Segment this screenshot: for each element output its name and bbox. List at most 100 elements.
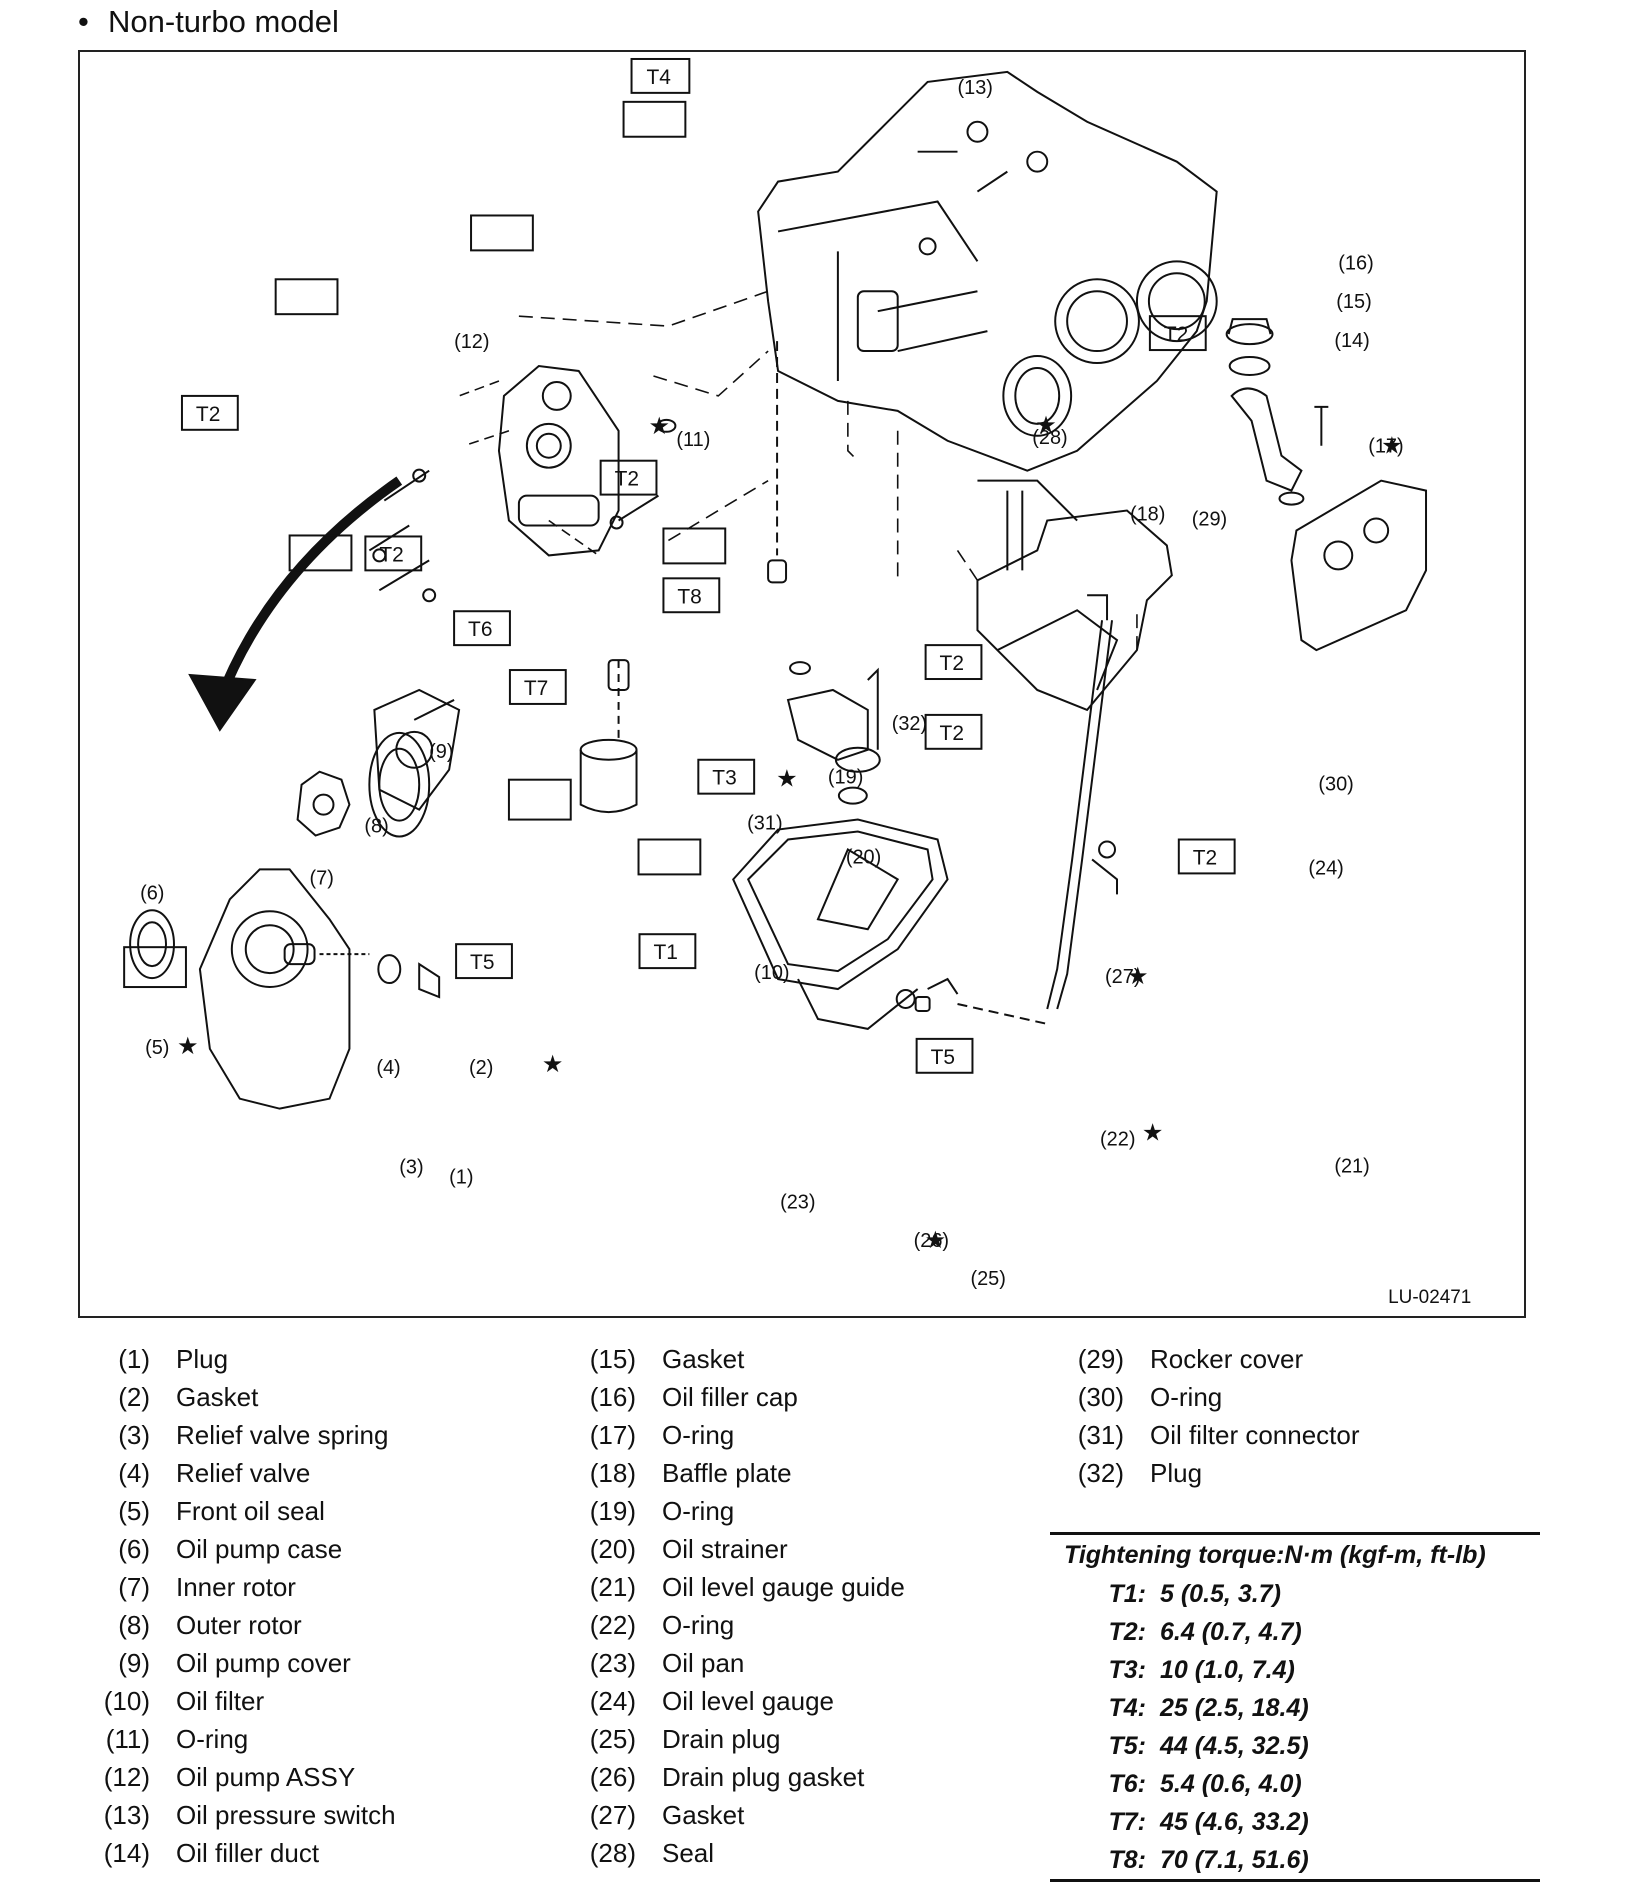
torque-box-label: T2 bbox=[1164, 323, 1188, 346]
legend-name: Gasket bbox=[662, 1344, 745, 1374]
torque-key: T1: bbox=[1108, 1580, 1147, 1608]
star-mark: ★ bbox=[1381, 433, 1402, 460]
legend-name: Oil filter connector bbox=[1150, 1420, 1360, 1450]
legend-number: (19) bbox=[589, 1496, 636, 1526]
oil-pump-case-drawing bbox=[129, 688, 461, 1110]
legend-item: (20) Oil strainer bbox=[564, 1530, 905, 1568]
torque-key: T4: bbox=[1108, 1694, 1147, 1722]
torque-box-label: T7 bbox=[524, 677, 548, 700]
legend-name: Relief valve bbox=[176, 1458, 311, 1488]
parts-legend-column-2: (15)Gasket(16)Oil filler cap(17)O-ring(1… bbox=[564, 1340, 905, 1872]
legend-number: (8) bbox=[118, 1610, 150, 1640]
legend-number: (30) bbox=[1077, 1382, 1124, 1412]
callout-label: (6) bbox=[140, 882, 164, 904]
parts-legend-column-3: (29)Rocker cover (30) O-ring (31) Oil filter… bbox=[1052, 1340, 1360, 1492]
legend-number: (31) bbox=[1077, 1420, 1124, 1450]
callout-label: (12) bbox=[454, 331, 489, 353]
legend-number: (10) bbox=[103, 1686, 150, 1716]
torque-box-label: T2 bbox=[940, 652, 964, 675]
legend-item: (8) Outer rotor bbox=[78, 1606, 396, 1644]
legend-name: Oil strainer bbox=[662, 1534, 788, 1564]
callout-label: (32) bbox=[892, 713, 927, 735]
torque-row: T8:70 (7.1, 51.6) bbox=[1050, 1841, 1540, 1879]
torque-value: 25 (2.5, 18.4) bbox=[1160, 1694, 1309, 1722]
legend-number: (1) bbox=[118, 1344, 150, 1374]
callout-label: (18) bbox=[1130, 504, 1165, 526]
legend-number: (2) bbox=[118, 1382, 150, 1412]
oil-pan-drawing bbox=[732, 786, 1048, 1030]
legend-item: (26)Drain plug gasket bbox=[564, 1758, 905, 1796]
callout-label: (22) bbox=[1100, 1129, 1135, 1151]
direction-arrowhead bbox=[188, 673, 257, 732]
legend-name: Drain plug bbox=[662, 1724, 781, 1754]
callout-label: (25) bbox=[970, 1268, 1005, 1290]
legend-number: (4) bbox=[118, 1458, 150, 1488]
legend-item: (25)Drain plug bbox=[564, 1720, 905, 1758]
legend-name: Baffle plate bbox=[662, 1458, 792, 1488]
oil-symbol-boxes bbox=[123, 778, 572, 989]
legend-number: (14) bbox=[103, 1838, 150, 1868]
torque-box-label: T3 bbox=[712, 767, 736, 790]
legend-item: (16)Oil filler cap bbox=[564, 1378, 905, 1416]
legend-number: (20) bbox=[589, 1534, 636, 1564]
legend-name: O-ring bbox=[176, 1724, 249, 1754]
torque-title: Tightening torque:N·m (kgf-m, ft-lb) bbox=[1064, 1541, 1486, 1569]
legend-number: (26) bbox=[589, 1762, 636, 1792]
star-mark: ★ bbox=[1127, 963, 1148, 990]
star-mark: ★ bbox=[1035, 412, 1056, 439]
legend-item: (31) Oil filter connector bbox=[1052, 1416, 1360, 1454]
legend-item: (17)O-ring bbox=[564, 1416, 905, 1454]
star-mark: ★ bbox=[648, 413, 669, 440]
callout-label: (26) bbox=[914, 1230, 949, 1252]
callout-label: (21) bbox=[1334, 1155, 1369, 1177]
torque-box-rects bbox=[180, 57, 1236, 1074]
exploded-diagram: (1)(2)(3)(4)(5)(6)(7)(8)(9)(10)(11)(12)(… bbox=[78, 50, 1526, 1318]
legend-number: (9) bbox=[118, 1648, 150, 1678]
callout-label: (5) bbox=[145, 1037, 169, 1059]
torque-key: T6: bbox=[1108, 1770, 1147, 1798]
callout-label: (11) bbox=[676, 429, 710, 451]
callout-label: (1) bbox=[449, 1166, 473, 1188]
legend-name: Outer rotor bbox=[176, 1610, 302, 1640]
torque-top-rule bbox=[1050, 1532, 1540, 1535]
legend-item: (29)Rocker cover bbox=[1052, 1340, 1360, 1378]
torque-value: 5.4 (0.6, 4.0) bbox=[1160, 1770, 1302, 1798]
callout-label: (30) bbox=[1318, 774, 1353, 796]
heading-text: Non-turbo model bbox=[108, 4, 339, 39]
torque-box-label: T1 bbox=[653, 941, 677, 964]
legend-name: O-ring bbox=[1150, 1382, 1223, 1412]
callout-label: (4) bbox=[376, 1057, 400, 1079]
legend-number: (12) bbox=[103, 1762, 150, 1792]
star-mark: ★ bbox=[177, 1033, 198, 1060]
legend-name: Plug bbox=[1150, 1458, 1203, 1488]
legend-item: (22)O-ring bbox=[564, 1606, 905, 1644]
torque-row: T1:5 (0.5, 3.7) bbox=[1050, 1575, 1540, 1613]
torque-row: T2:6.4 (0.7, 4.7) bbox=[1050, 1613, 1540, 1651]
legend-item: (11)O-ring bbox=[78, 1720, 396, 1758]
oil-filter-drawing bbox=[579, 659, 638, 814]
callout-label: (13) bbox=[958, 77, 993, 99]
oil-strainer-drawing bbox=[767, 341, 881, 773]
legend-number: (7) bbox=[118, 1572, 150, 1602]
legend-number: (5) bbox=[118, 1496, 150, 1526]
callout-label: (7) bbox=[310, 867, 334, 889]
legend-item: (13)Oil pressure switch bbox=[78, 1796, 396, 1834]
legend-number: (6) bbox=[118, 1534, 150, 1564]
torque-box-label: T2 bbox=[1193, 846, 1217, 869]
callout-label: (2) bbox=[469, 1057, 493, 1079]
legend-item: (19)O-ring bbox=[564, 1492, 905, 1530]
torque-box-label: T2 bbox=[940, 722, 964, 745]
baffle-plate-drawing bbox=[976, 479, 1173, 712]
legend-name: Oil pump ASSY bbox=[176, 1762, 356, 1792]
torque-box-label: T2 bbox=[196, 403, 220, 426]
legend-item: (18) Baffle plate bbox=[564, 1454, 905, 1492]
callout-label: (31) bbox=[747, 813, 782, 835]
legend-name: Oil filler duct bbox=[176, 1838, 320, 1868]
legend-number: (18) bbox=[589, 1458, 636, 1488]
callout-label: (3) bbox=[399, 1156, 423, 1178]
legend-item: (10)Oil filter bbox=[78, 1682, 396, 1720]
legend-name: Oil pan bbox=[662, 1648, 745, 1678]
legend-item: (15)Gasket bbox=[564, 1340, 905, 1378]
torque-value: 45 (4.6, 33.2) bbox=[1160, 1808, 1309, 1836]
torque-value: 44 (4.5, 32.5) bbox=[1160, 1732, 1309, 1760]
